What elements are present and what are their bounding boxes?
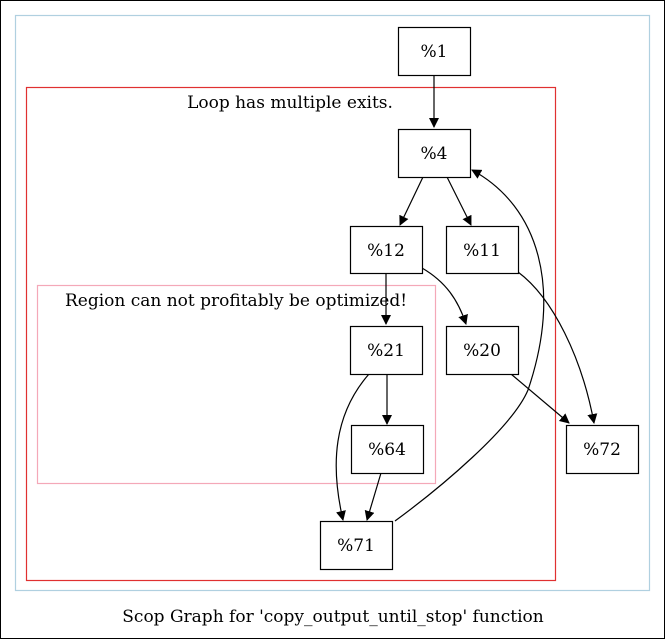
graph-title: Scop Graph for 'copy_output_until_stop' …	[122, 607, 543, 627]
node-n64[interactable]: %64	[350, 424, 425, 475]
region-cluster	[36, 284, 437, 485]
node-n4[interactable]: %4	[397, 128, 472, 179]
node-n72-label: %72	[583, 440, 621, 460]
node-n11[interactable]: %11	[445, 225, 520, 275]
node-n20[interactable]: %20	[445, 325, 520, 376]
loop-cluster-label: Loop has multiple exits.	[187, 93, 393, 113]
node-n21[interactable]: %21	[349, 325, 424, 376]
edge-n21-n71	[335, 373, 370, 521]
node-n64-label: %64	[368, 440, 406, 460]
node-n72[interactable]: %72	[565, 424, 640, 475]
loop-cluster	[25, 86, 557, 582]
edge-n4-n11	[446, 176, 472, 226]
outer-cluster	[14, 14, 651, 592]
region-cluster-label: Region can not profitably be optimized!	[65, 291, 407, 311]
edges-group	[335, 75, 598, 522]
node-n12-label: %12	[367, 241, 405, 261]
node-n71[interactable]: %71	[319, 520, 394, 571]
node-n20-label: %20	[463, 341, 501, 361]
edge-n4-n12	[399, 176, 424, 226]
edge-n12-n20	[421, 267, 468, 325]
node-n4-label: %4	[421, 144, 448, 164]
node-n1-label: %1	[421, 42, 448, 62]
node-n1[interactable]: %1	[397, 26, 472, 77]
node-n11-label: %11	[463, 241, 501, 261]
edge-n64-n71	[364, 472, 382, 521]
nodes-group: %1 %4 %12 %11 %21 %20	[319, 26, 640, 571]
edge-n71-n4	[394, 169, 545, 522]
node-n12[interactable]: %12	[349, 225, 424, 275]
node-n71-label: %71	[337, 536, 375, 556]
node-n21-label: %21	[367, 341, 405, 361]
edge-n20-n72	[510, 373, 570, 424]
edge-n11-n72	[517, 271, 598, 424]
